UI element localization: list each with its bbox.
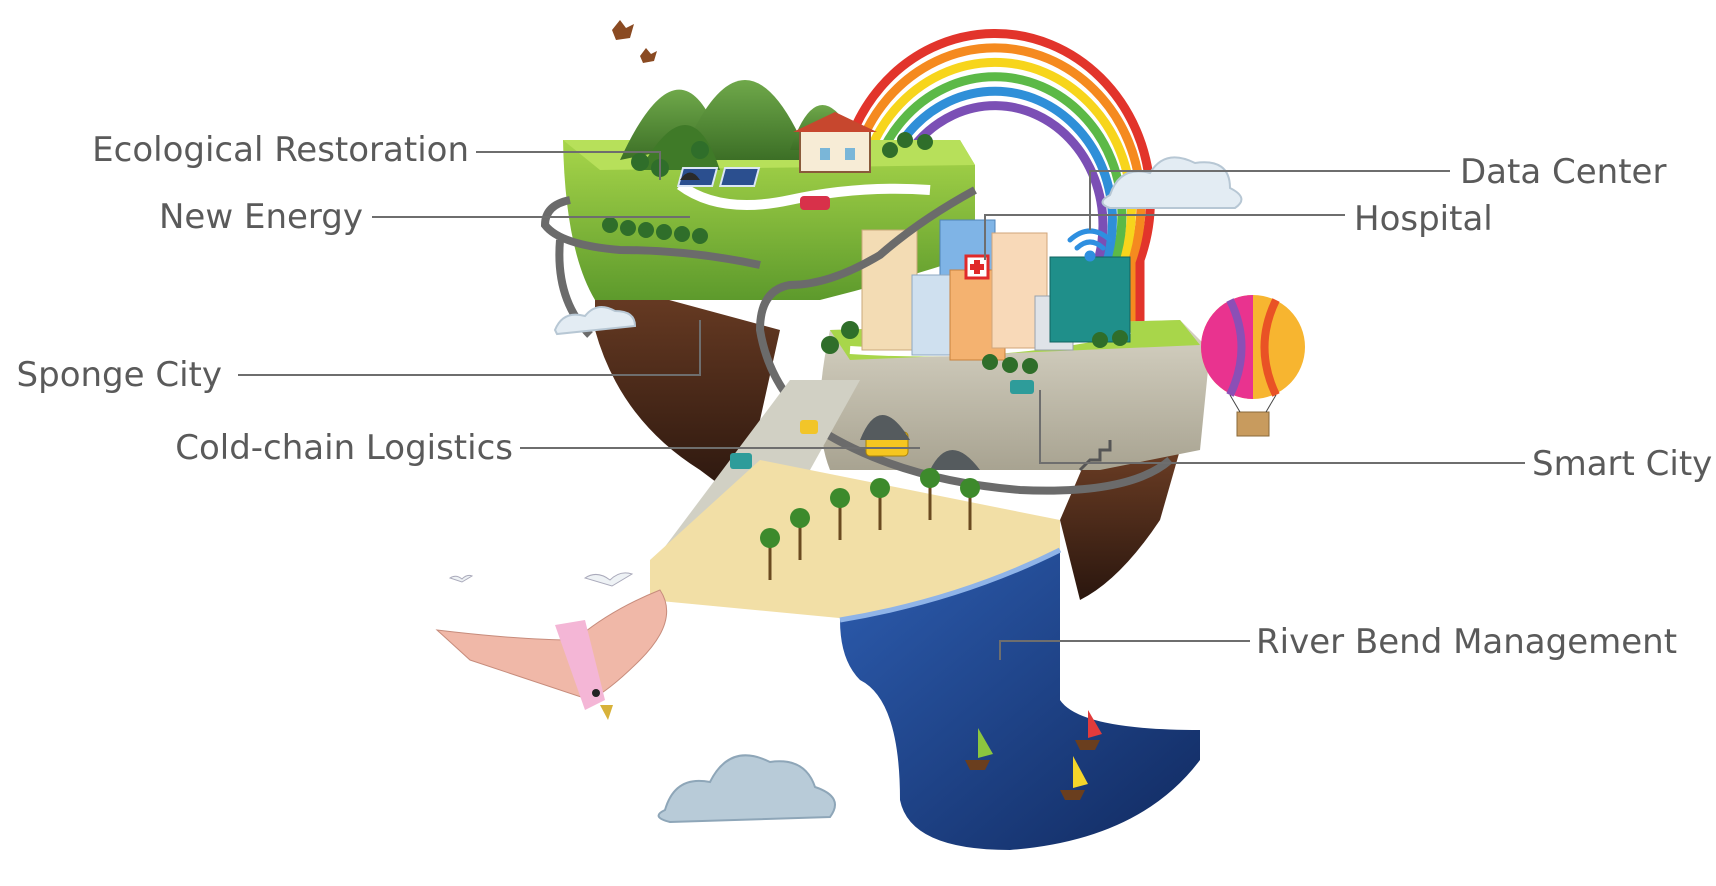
label-river-bend-management: River Bend Management [1256, 622, 1678, 662]
sailboat-icon [965, 710, 1102, 800]
hot-air-balloon-icon [1201, 295, 1305, 437]
label-data-center: Data Center [1460, 152, 1667, 192]
tunnels [680, 172, 980, 470]
house-icon [793, 112, 877, 173]
deer-icon [612, 20, 657, 63]
label-hospital: Hospital [1354, 199, 1493, 239]
hospital-cross-icon [964, 254, 990, 280]
label-cold-chain-logistics: Cold-chain Logistics [175, 428, 513, 468]
bird-icon [435, 572, 668, 720]
label-smart-city: Smart City [1532, 444, 1713, 484]
label-ecological-restoration: Ecological Restoration [92, 130, 469, 170]
leader-lines [238, 151, 1525, 660]
forest-trees [602, 132, 933, 244]
car-icon [730, 380, 1034, 469]
label-sponge-city: Sponge City [16, 355, 222, 395]
car-icon [800, 196, 830, 210]
beach [650, 460, 1060, 620]
wifi-icon [1067, 228, 1113, 262]
label-new-energy: New Energy [159, 197, 363, 237]
river [839, 547, 1200, 850]
